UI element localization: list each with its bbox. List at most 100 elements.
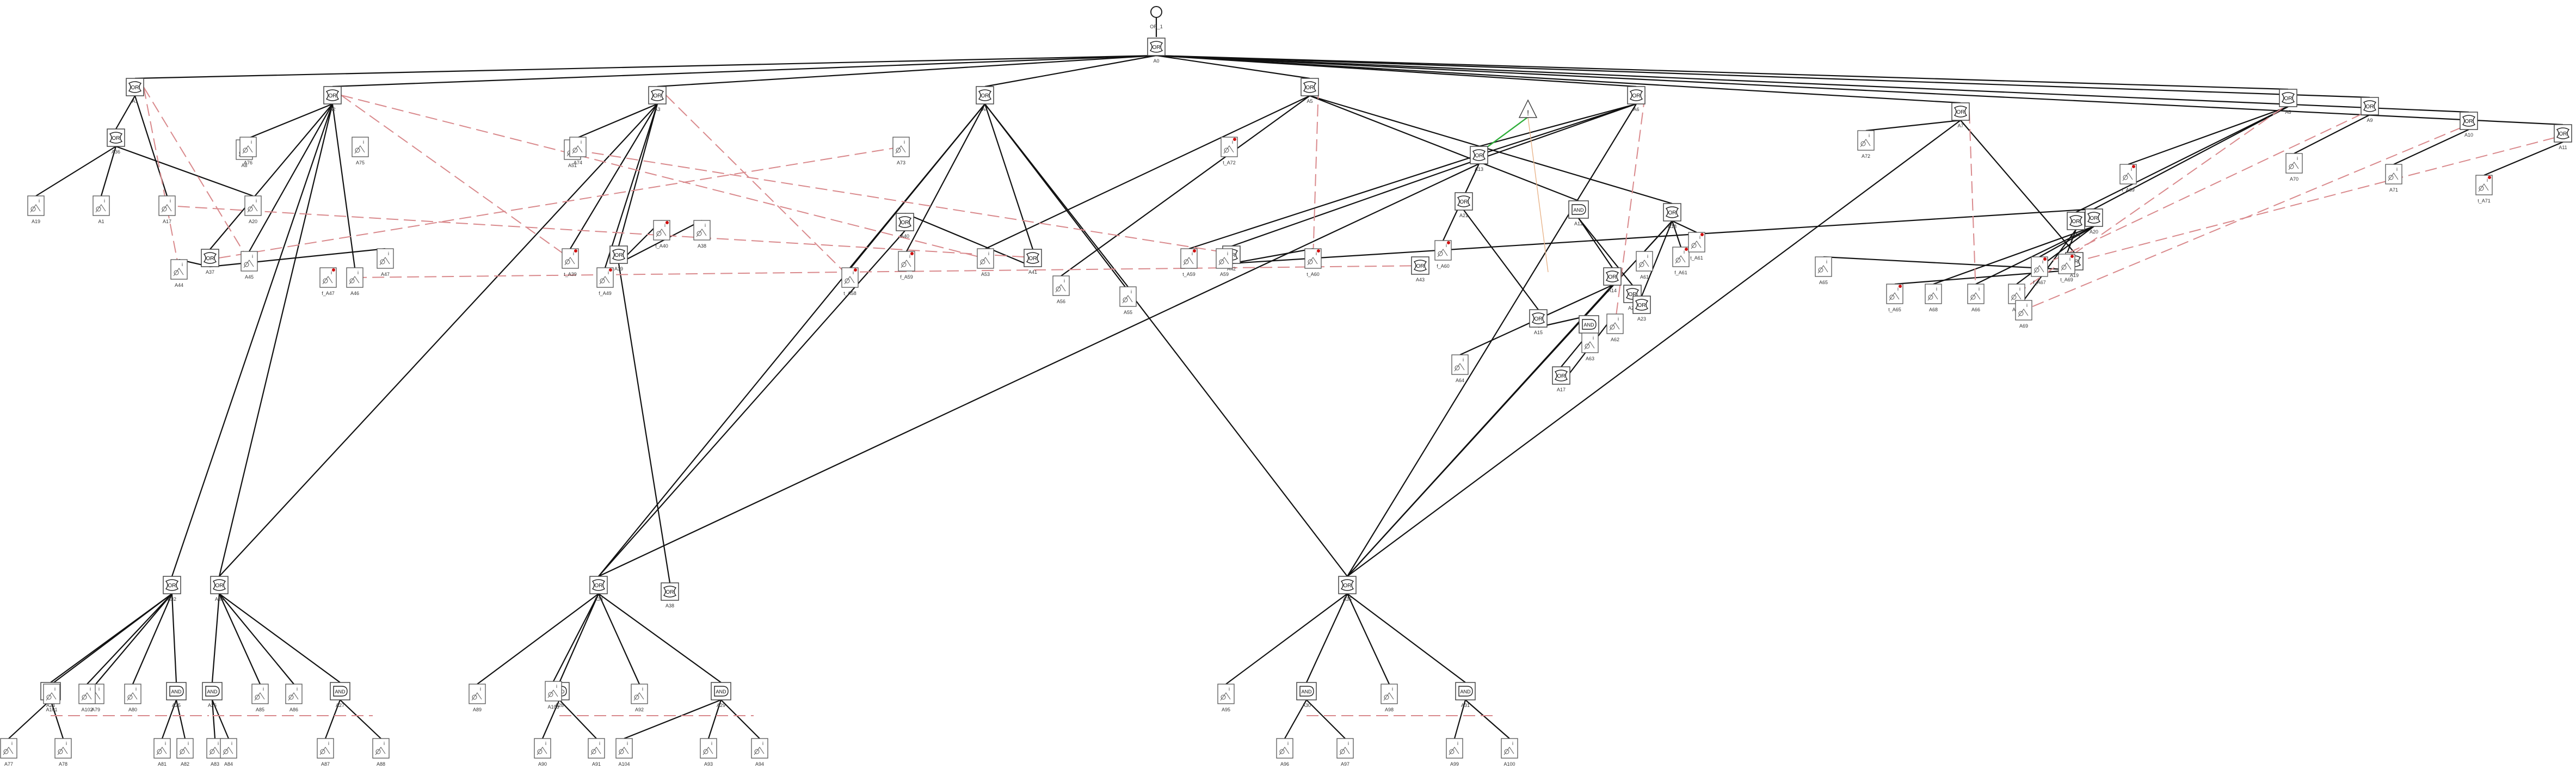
leaf-f_A67[interactable]: f_A67 <box>2031 256 2048 285</box>
gate-A29[interactable]: A29 <box>711 682 731 708</box>
gate-A13[interactable]: A13 <box>1470 146 1488 172</box>
leaf-t_A58[interactable]: t_A58 <box>841 267 859 296</box>
leaf-A91[interactable]: A91 <box>588 738 605 767</box>
leaf-t_A61[interactable]: t_A61 <box>1688 232 1705 261</box>
gate-A9[interactable]: A9 <box>2361 97 2379 123</box>
gate-A8[interactable]: A8 <box>2279 89 2297 115</box>
gate-A10[interactable]: A10 <box>2460 112 2478 138</box>
leaf-A1[interactable]: A1 <box>93 195 110 224</box>
leaf-A51[interactable]: A51 <box>564 139 581 168</box>
gate-A3[interactable]: A3 <box>648 86 667 112</box>
leaf-A77[interactable]: A77 <box>0 738 17 767</box>
gate-A38[interactable]: A38 <box>661 582 679 608</box>
leaf-A46[interactable]: A46 <box>346 267 363 296</box>
leaf-A80[interactable]: A80 <box>124 684 141 712</box>
gate-A2[interactable]: A2 <box>323 86 342 112</box>
gate-A18[interactable]: A18 <box>1663 203 1681 229</box>
gate-A23[interactable]: A23 <box>1632 296 1651 322</box>
leaf-A102[interactable]: A102 <box>78 684 96 712</box>
leaf-A56[interactable]: A56 <box>1052 275 1070 304</box>
gate-A43[interactable]: A43 <box>1411 256 1429 282</box>
gate-A35[interactable]: A35 <box>1338 576 1357 602</box>
gate-A34[interactable]: A34 <box>589 576 608 602</box>
gate-A44[interactable]: A44 <box>2067 212 2085 238</box>
leaf-A17[interactable]: A17 <box>158 195 176 224</box>
leaf-A95[interactable]: A95 <box>1217 684 1235 712</box>
leaf-A89[interactable]: A89 <box>469 684 486 712</box>
gate-A25[interactable]: A25 <box>166 682 187 708</box>
leaf-A103[interactable]: A103 <box>545 681 562 710</box>
leaf-A19[interactable]: A19 <box>27 195 45 224</box>
leaf-A47[interactable]: A47 <box>377 248 394 277</box>
leaf-A64[interactable]: A64 <box>1451 354 1469 383</box>
gate-A30[interactable]: A30 <box>1296 682 1317 708</box>
leaf-A81[interactable]: A81 <box>153 738 171 767</box>
leaf-A84[interactable]: A84 <box>220 738 237 767</box>
gate-A12[interactable]: A12 <box>1568 200 1589 226</box>
leaf-A99[interactable]: A99 <box>1446 738 1463 767</box>
leaf-A8[interactable]: A8 <box>236 139 253 168</box>
leaf-t_A59[interactable]: t_A59 <box>1180 248 1198 277</box>
gate-A14[interactable]: A14 <box>1603 267 1622 293</box>
leaf-A74[interactable]: A74 <box>569 137 587 165</box>
leaf-A97[interactable]: A97 <box>1336 738 1354 767</box>
leaf-A53[interactable]: A53 <box>977 248 994 277</box>
leaf-A104[interactable]: A104 <box>615 738 633 767</box>
gate-A4[interactable]: A4 <box>976 86 994 112</box>
gate-A20[interactable]: A20 <box>2085 208 2103 235</box>
leaf-A75[interactable]: A75 <box>352 137 369 165</box>
gate-A0[interactable]: A0 <box>1147 38 1166 64</box>
leaf-A82[interactable]: A82 <box>176 738 194 767</box>
leaf-t_A40[interactable]: t_A40 <box>653 220 670 249</box>
leaf-A45[interactable]: A45 <box>241 251 258 280</box>
gate-A27[interactable]: A27 <box>330 682 350 708</box>
leaf-f_A59[interactable]: f_A59 <box>898 251 915 280</box>
leaf-A59[interactable]: A59 <box>1216 248 1233 277</box>
leaf-t_A72[interactable]: t_A72 <box>1221 137 1238 165</box>
leaf-t_A60[interactable]: t_A60 <box>1304 248 1322 277</box>
leaf-A66[interactable]: A66 <box>1967 284 1985 312</box>
leaf-A88[interactable]: A88 <box>372 738 390 767</box>
leaf-A73[interactable]: A73 <box>892 137 910 165</box>
leaf-A85[interactable]: A85 <box>251 684 269 712</box>
gate-A42[interactable]: A42 <box>1222 245 1241 272</box>
gate-A17[interactable]: A17 <box>1552 366 1570 392</box>
leaf-A96[interactable]: A96 <box>1276 738 1293 767</box>
leaf-A83[interactable]: A83 <box>206 738 224 767</box>
leaf-A69[interactable]: A69 <box>2015 300 2032 329</box>
leaf-f_A47[interactable]: f_A47 <box>319 267 337 296</box>
gate-A28[interactable]: A28 <box>549 682 570 708</box>
leaf-t_A39[interactable]: t_A39 <box>562 248 579 277</box>
gate-A31[interactable]: A31 <box>1455 682 1476 708</box>
leaf-A87[interactable]: A87 <box>317 738 334 767</box>
leaf-A86[interactable]: A86 <box>285 684 303 712</box>
gate-A24[interactable]: A24 <box>40 682 61 708</box>
gate-A5[interactable]: A5 <box>1301 78 1319 104</box>
gate-A26[interactable]: A26 <box>202 682 223 708</box>
leaf-f_A49[interactable]: f_A49 <box>596 267 614 296</box>
goal-node[interactable]: OR_1 <box>1150 6 1163 29</box>
leaf-f_A69[interactable]: f_A69 <box>2119 164 2137 193</box>
leaf-A55[interactable]: A55 <box>1119 286 1137 315</box>
leaf-A79[interactable]: A79 <box>87 684 104 712</box>
leaf-t_A65[interactable]: t_A65 <box>1886 284 1903 312</box>
leaf-A38[interactable]: A38 <box>693 220 711 249</box>
gate-A11[interactable]: A11 <box>2554 124 2572 150</box>
leaf-A94[interactable]: A94 <box>751 738 768 767</box>
gate-A1[interactable]: A1 <box>126 78 144 104</box>
leaf-A71[interactable]: A71 <box>2385 164 2402 193</box>
leaf-t_A69[interactable]: t_A69 <box>2058 254 2075 282</box>
gate-A7[interactable]: A7 <box>1951 102 1970 128</box>
leaf-A20[interactable]: A20 <box>244 195 262 224</box>
gate-A33[interactable]: A33 <box>210 576 229 602</box>
leaf-A90[interactable]: A90 <box>534 738 551 767</box>
leaf-f_A60[interactable]: f_A60 <box>1434 240 1452 269</box>
leaf-A101[interactable]: A101 <box>43 684 60 712</box>
gate-A22[interactable]: A22 <box>1623 285 1642 311</box>
leaf-A92[interactable]: A92 <box>631 684 648 712</box>
leaf-A76[interactable]: A76 <box>239 137 257 165</box>
gate-A32[interactable]: A32 <box>163 576 181 602</box>
leaf-f_A61[interactable]: f_A61 <box>1672 247 1690 275</box>
gate-A39[interactable]: A39 <box>609 245 628 272</box>
leaf-A61[interactable]: A61 <box>1636 251 1653 280</box>
